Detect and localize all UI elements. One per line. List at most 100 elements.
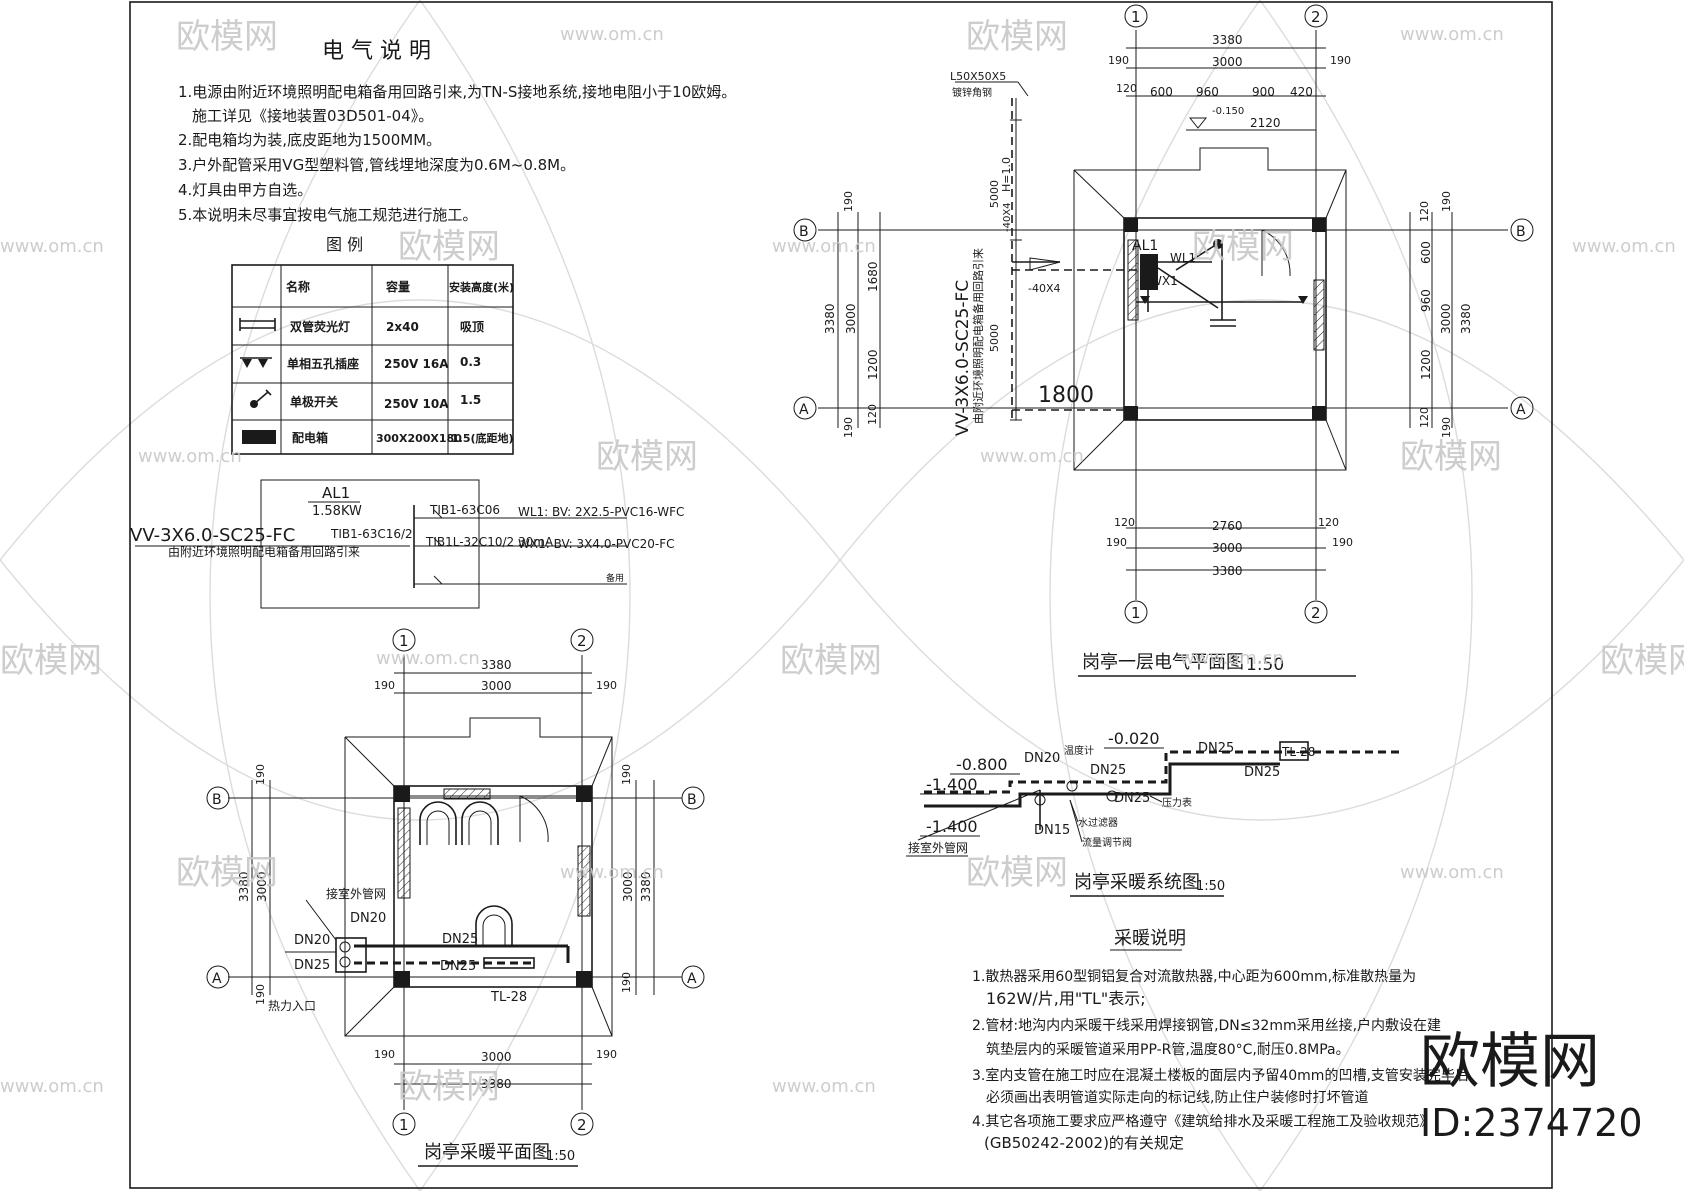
watermark-brand: 欧模网 bbox=[176, 853, 278, 893]
system-label: 流量调节阀 bbox=[1082, 836, 1132, 849]
grid-label: 1 bbox=[399, 1116, 409, 1134]
grid-label: 2 bbox=[1311, 604, 1321, 622]
dim-text: 900 bbox=[1252, 85, 1275, 99]
system-level: -0.800 bbox=[956, 755, 1008, 774]
dim-text: 3000 bbox=[481, 1050, 512, 1064]
dim-text: 960 bbox=[1196, 85, 1219, 99]
heating-notes-title: 采暖说明 bbox=[1114, 928, 1186, 949]
dim-text: 190 bbox=[620, 972, 633, 993]
dim-text: 190 bbox=[1332, 536, 1353, 549]
panel-main-breaker: TIB1-63C16/2 bbox=[330, 527, 413, 541]
elec-ground: -40X4 bbox=[1002, 202, 1013, 232]
grid-label: A bbox=[799, 402, 809, 418]
watermark-brand: 欧模网 bbox=[1400, 437, 1502, 477]
system-label: 接室外管网 bbox=[908, 840, 968, 855]
system-label: DN25 bbox=[1198, 741, 1234, 756]
watermark-url: www.om.cn bbox=[560, 862, 664, 883]
grid-label: B bbox=[799, 224, 809, 240]
heating-note-line: 4.其它各项施工要求应严格遵守《建筑给排水及采暖工程施工及验收规范》 bbox=[972, 1113, 1433, 1130]
grid-label: A bbox=[212, 971, 222, 987]
elec-length: H=1.0 bbox=[1000, 157, 1013, 192]
heat-label: DN25 bbox=[442, 932, 478, 947]
socket-icon bbox=[240, 357, 272, 368]
legend-name: 单相五孔插座 bbox=[287, 356, 359, 371]
watermark-brand: 欧模网 bbox=[596, 437, 698, 477]
elec-angle-steel: L50X50X5 bbox=[950, 70, 1006, 83]
heating-note-line: 必须画出表明管道实际走向的标记线,防止住户装修时打坏管道 bbox=[986, 1089, 1368, 1106]
legend-header-name: 名称 bbox=[286, 279, 310, 294]
dim-text: 3000 bbox=[844, 303, 858, 334]
heating-note-line: (GB50242-2002)的有关规定 bbox=[984, 1134, 1184, 1152]
watermark-url: www.om.cn bbox=[0, 1076, 104, 1097]
brand-logo: 欧模网 bbox=[1420, 1027, 1600, 1097]
grid-label: A bbox=[1516, 402, 1526, 418]
watermark-url: www.om.cn bbox=[1400, 862, 1504, 883]
system-label: DN15 bbox=[1034, 823, 1070, 838]
distribution-box-icon bbox=[242, 430, 276, 444]
watermark-url: www.om.cn bbox=[1180, 648, 1284, 669]
dim-text: 120 bbox=[1418, 407, 1431, 428]
dim-text: 3380 bbox=[1212, 564, 1243, 578]
legend-capacity: 250V 16A bbox=[384, 357, 449, 371]
dim-text: 3380 bbox=[237, 871, 251, 902]
legend-height: 吸顶 bbox=[460, 320, 484, 334]
heating-note-line: 1.散热器采用60型铜铝复合对流散热器,中心距为600mm,标准散热量为 bbox=[972, 968, 1416, 985]
system-label: DN25 bbox=[1090, 763, 1126, 778]
system-label: DN20 bbox=[1024, 751, 1060, 766]
dim-text: 960 bbox=[1419, 289, 1433, 312]
dim-text: 3380 bbox=[1212, 33, 1243, 47]
heating-system-scale: 1:50 bbox=[1196, 879, 1225, 894]
dim-text: 120 bbox=[1116, 82, 1137, 95]
circuit-line: WL1: BV: 2X2.5-PVC16-WFC bbox=[518, 505, 684, 519]
electrical-plan-title: 岗亭一层电气平面图 bbox=[1082, 652, 1244, 673]
dim-text: 190 bbox=[596, 1048, 617, 1061]
legend-header-height: 安装高度(米) bbox=[449, 280, 514, 294]
dim-text: -0.150 bbox=[1212, 106, 1244, 117]
panel-schedule: AL1 1.58KW VV-3X6.0-SC25-FC TIB1-63C16/2… bbox=[130, 479, 684, 609]
electrical-notes-title: 电 气 说 明 bbox=[322, 39, 431, 64]
elec-distance: 1800 bbox=[1038, 383, 1094, 408]
heating-plan: 1 2 1 2 B A B A 3380 3000 190 190 3000 3… bbox=[206, 628, 705, 1167]
circuit-breaker: TIB1L-32C10/2 30mA bbox=[425, 535, 554, 549]
legend-name: 配电箱 bbox=[292, 430, 328, 445]
legend-capacity: 300X200X180 bbox=[376, 432, 462, 445]
brand-corner: 欧模网 ID:2374720 bbox=[1420, 1027, 1643, 1145]
system-label: TL-28 bbox=[1281, 745, 1315, 759]
dim-text: 190 bbox=[374, 1048, 395, 1061]
dim-text: 3000 bbox=[1439, 303, 1453, 334]
electrical-note-line: 3.户外配管采用VG型塑料管,管线埋地深度为0.6M~0.8M。 bbox=[178, 156, 575, 174]
dim-text: 1200 bbox=[866, 349, 880, 380]
electrical-plan-scale: 1:50 bbox=[1246, 655, 1284, 675]
sheet-border bbox=[129, 1, 1553, 1189]
dim-text: 3000 bbox=[255, 871, 269, 902]
heating-system-title: 岗亭采暖系统图 bbox=[1074, 872, 1200, 893]
system-level: -1.400 bbox=[926, 775, 978, 794]
legend-header-capacity: 容量 bbox=[385, 279, 410, 294]
fluorescent-lamp-icon bbox=[239, 318, 276, 331]
grid-label: B bbox=[212, 792, 222, 808]
electrical-note-line: 2.配电箱均为装,底皮距地为1500MM。 bbox=[178, 131, 441, 149]
switch-icon bbox=[250, 389, 272, 408]
heating-plan-title: 岗亭采暖平面图 bbox=[424, 1142, 550, 1163]
dim-text: 3000 bbox=[1212, 541, 1243, 555]
dim-text: 3380 bbox=[639, 871, 653, 902]
watermark-brand: 欧模网 bbox=[966, 853, 1068, 893]
elec-length: 5000 bbox=[988, 180, 1001, 208]
heating-note-line: 162W/片,用"TL"表示; bbox=[986, 989, 1146, 1008]
grid-label: A bbox=[687, 971, 697, 987]
electrical-note-line: 1.电源由附近环境照明配电箱备用回路引来,为TN-S接地系统,接地电阻小于10欧… bbox=[178, 83, 736, 101]
grid-label: 1 bbox=[1131, 604, 1141, 622]
panel-power: 1.58KW bbox=[312, 504, 362, 519]
system-label: 温度计 bbox=[1064, 744, 1094, 757]
heat-label: DN20 bbox=[350, 911, 386, 926]
watermark-brand: 欧模网 bbox=[966, 17, 1068, 57]
watermark-brand: 欧模网 bbox=[1600, 641, 1684, 681]
dim-text: 190 bbox=[842, 417, 855, 438]
elec-feeder: VV-3X6.0-SC25-FC bbox=[953, 280, 973, 436]
system-level: -0.020 bbox=[1108, 729, 1160, 748]
grid-label: 2 bbox=[1311, 8, 1321, 26]
circuit-line: WX1: BV: 3X4.0-PVC20-FC bbox=[518, 537, 675, 551]
watermark-brand: 欧模网 bbox=[176, 17, 278, 57]
